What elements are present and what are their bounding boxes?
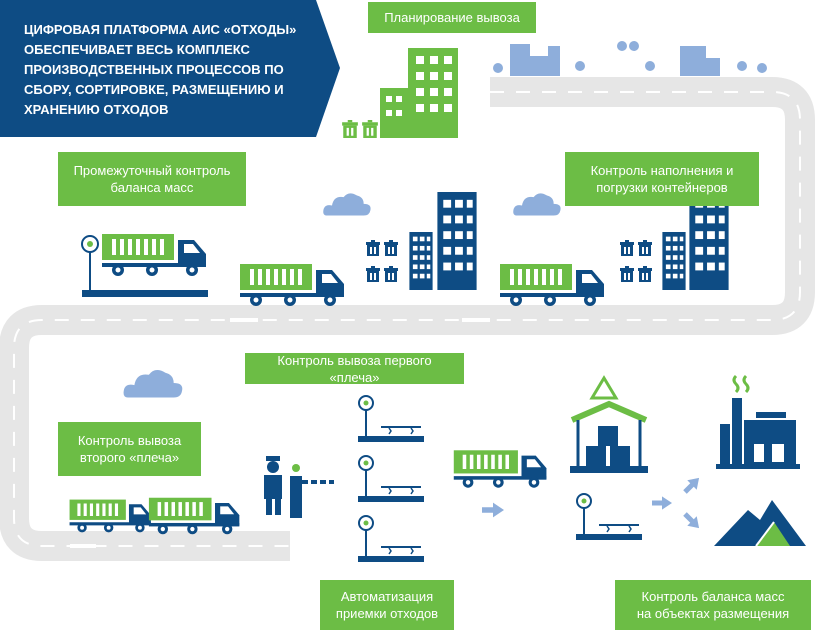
container-site-icon [366, 192, 477, 290]
stage-label-planning: Планирование вывоза [368, 2, 536, 33]
stage-label-first-leg: Контроль вывоза первого «плеча» [245, 353, 464, 385]
cloud-icon [323, 193, 371, 216]
stage-label-second-leg: Контроль вывоза второго «плеча» [58, 422, 201, 476]
truck-on-scale-icon [81, 234, 208, 297]
green-building-icon [342, 48, 458, 138]
scale-icon [357, 395, 425, 443]
header-banner [0, 0, 340, 137]
arrow-right-icon [482, 502, 504, 518]
scale-icon [575, 493, 643, 541]
recycling-plant-icon [716, 374, 800, 469]
landfill-icon [714, 500, 806, 547]
cloud-icon [513, 193, 561, 216]
container-site-icon [620, 192, 729, 290]
stage-label-placement-balance: Контроль баланса масс на объектах размещ… [615, 580, 811, 630]
scale-icon [357, 515, 425, 563]
stage-label-reception-automation: Автоматизация приемки отходов [320, 580, 454, 630]
truck-icon [453, 450, 547, 488]
sorting-warehouse-icon [570, 375, 648, 473]
scale-icon [357, 455, 425, 503]
truck-trailer-icon [69, 499, 151, 533]
truck-icon [240, 264, 344, 306]
stage-label-filling-loading: Контроль наполнения и погрузки контейнер… [565, 152, 759, 206]
stage-label-intermediate-balance: Промежуточный контроль баланса масс [58, 152, 246, 206]
truck-icon [148, 497, 240, 535]
header-text: ЦИФРОВАЯ ПЛАТФОРМА АИС «ОТХОДЫ» ОБЕСПЕЧИ… [24, 22, 297, 117]
guard-checkpoint-icon [264, 456, 334, 518]
header-banner-box: ЦИФРОВАЯ ПЛАТФОРМА АИС «ОТХОДЫ» ОБЕСПЕЧИ… [0, 0, 340, 137]
city-skyline-icon [493, 41, 767, 76]
cloud-icon [123, 370, 183, 398]
road [0, 77, 815, 561]
arrow-down-right-icon [680, 509, 704, 533]
arrow-up-right-icon [680, 473, 704, 497]
truck-icon [500, 264, 604, 306]
arrow-right-icon [652, 496, 672, 510]
